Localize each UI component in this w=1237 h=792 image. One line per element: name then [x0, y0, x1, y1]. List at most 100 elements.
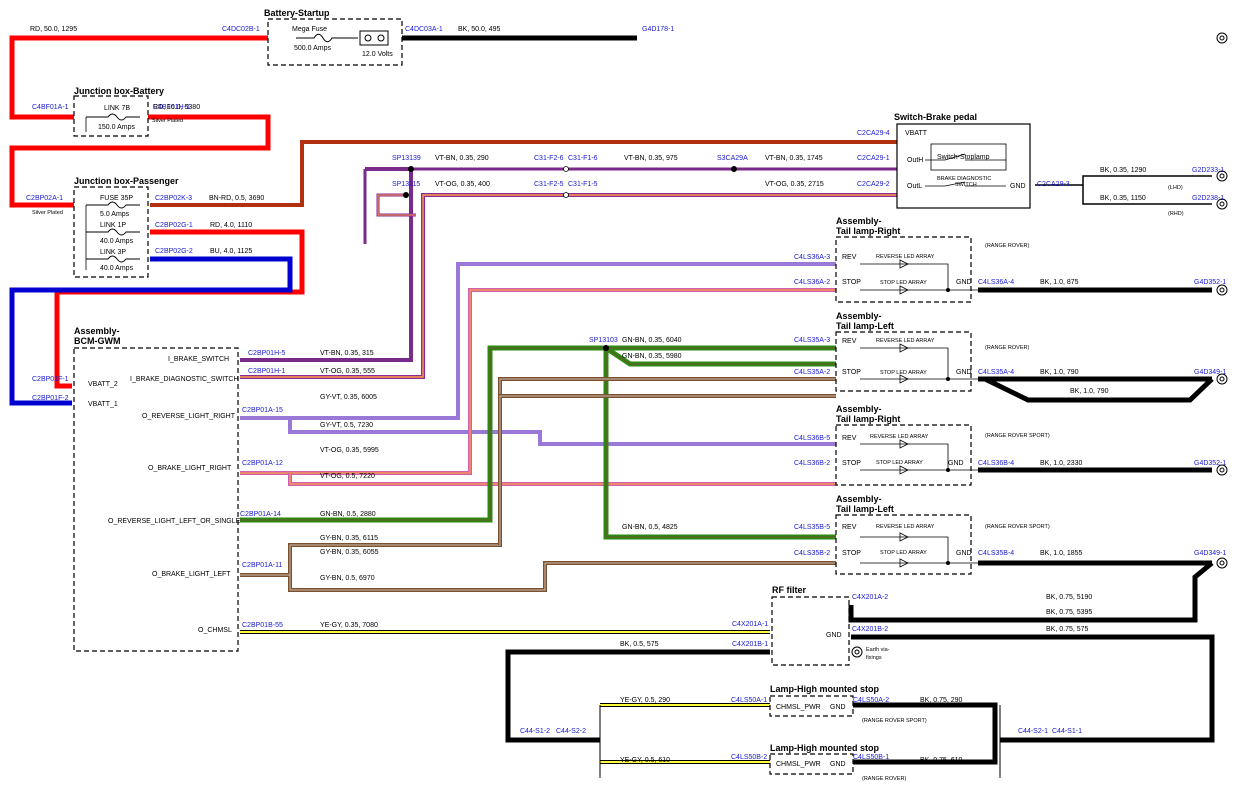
connector-label: C2CA29-4 [857, 130, 890, 137]
connector-label: C4BF01A-1 [32, 104, 69, 111]
connector-label: SP13115 [392, 181, 420, 188]
connector-label: C4LS35A-4 [978, 369, 1014, 376]
wire-label: VT-BN, 0.35, 975 [624, 155, 678, 162]
connector-label: C2BP01F-1 [32, 376, 69, 383]
component-label: 40.0 Amps [100, 265, 134, 272]
component-label: STOP [842, 550, 861, 557]
component-label: STOP LED ARRAY [880, 280, 927, 286]
component-label: STOP LED ARRAY [876, 460, 923, 466]
connector-label: C44-S2-2 [556, 728, 586, 735]
wire-label: GY-BN, 0.5, 6970 [320, 575, 375, 582]
connector-label: C4X201B-2 [852, 626, 888, 633]
component-label: GND [956, 550, 972, 557]
component-label: LINK 3P [100, 249, 126, 256]
connector-label: G4D352-1 [1194, 460, 1226, 467]
wire-bn-rd-brake-vbatt [150, 140, 897, 207]
wire-label: BK, 50.0, 495 [458, 26, 501, 33]
component-label: REVERSE LED ARRAY [870, 434, 929, 440]
connector-label: C2BP01H-1 [248, 368, 285, 375]
connector-label: C2BP01F-2 [32, 395, 69, 402]
chmsl-b-box [769, 753, 854, 775]
title-tl-left-rr: Assembly-Tail lamp-Left [836, 311, 894, 331]
chmsl-a-box [769, 695, 854, 717]
connector-label: C4LS36A-2 [794, 279, 830, 286]
wire-label: BU, 4.0, 1125 [210, 248, 252, 255]
connector-label: C31-F2-6 [534, 155, 564, 162]
connector-label: C4LS36B-4 [978, 460, 1014, 467]
wire-label: GY-VT, 0.5, 7230 [320, 422, 373, 429]
component-label: O_CHMSL [198, 627, 232, 634]
connector-label: SP13139 [392, 155, 421, 162]
battery-startup-box [267, 18, 403, 66]
wire-label: VT-OG, 0.5, 7220 [320, 473, 375, 480]
switch-contact-icon [925, 153, 1006, 187]
component-label: (RANGE ROVER) [985, 345, 1029, 351]
connector-label: C2BP02A-1 [26, 195, 63, 202]
connector-label: C4LS50A-2 [853, 697, 889, 704]
title-switch-brake: Switch-Brake pedal [894, 112, 977, 122]
component-label: REV [842, 524, 857, 531]
wire-label: YE-GY, 0.35, 7080 [320, 622, 378, 629]
component-label: REVERSE LED ARRAY [876, 254, 935, 260]
wire-label: BK, 1.0, 1855 [1040, 550, 1083, 557]
component-label: OutH [907, 157, 923, 164]
title-tl-left-rrs: Assembly-Tail lamp-Left [836, 494, 894, 514]
component-label: BRAKE DIAGNOSTIC [937, 176, 991, 182]
connector-label: C2CA29-2 [857, 181, 890, 188]
connector-label: C31-F2-5 [534, 181, 564, 188]
wire-label: VT-BN, 0.35, 315 [320, 350, 374, 357]
wire-label: VT-OG, 0.35, 5995 [320, 447, 379, 454]
component-label: REV [842, 338, 857, 345]
connector-label: C2BP01A-11 [242, 562, 282, 569]
connector-label: C44-S2-1 [1018, 728, 1048, 735]
connector-label: C44-S1-1 [1052, 728, 1082, 735]
component-label: I_BRAKE_SWITCH [168, 356, 229, 363]
component-label: 150.0 Amps [98, 124, 135, 131]
connector-label: C4X201B-1 [732, 641, 768, 648]
connector-label: G4D352-1 [1194, 279, 1226, 286]
component-label: VBATT_2 [88, 381, 118, 388]
component-label: FUSE 35P [100, 195, 133, 202]
component-label: fixings [866, 655, 882, 661]
wire-label: BK, 0.75, 610 [920, 757, 963, 764]
wire-label: BK, 0.75, 5190 [1046, 594, 1092, 601]
connector-label: C4LS35B-2 [794, 550, 830, 557]
connector-label: G2D233-1 [1192, 167, 1224, 174]
mega-fuse-icon [296, 33, 358, 43]
component-label: OutL [907, 183, 922, 190]
wire-bk-grounds [505, 175, 1215, 778]
component-label: REV [842, 254, 857, 261]
wire-label: BK, 0.75, 5395 [1046, 609, 1092, 616]
wire-label: RD, 4.0, 1110 [210, 222, 252, 229]
title-tl-right-rrs: Assembly-Tail lamp-Right [836, 404, 900, 424]
connector-label: C2BP01B-55 [242, 622, 283, 629]
connector-label: C2CA29-3 [1037, 181, 1070, 188]
tl-right-rrs-box [835, 424, 972, 486]
wire-label: VT-BN, 0.35, 290 [435, 155, 489, 162]
connector-label: C4LS36B-5 [794, 435, 830, 442]
component-label: 500.0 Amps [294, 45, 331, 52]
wire-label: BK, 0.5, 575 [620, 641, 659, 648]
component-label: (RHD) [1168, 211, 1184, 217]
wire-label: YE-GY, 0.5, 610 [620, 757, 670, 764]
component-label: (RANGE ROVER SPORT) [862, 718, 927, 724]
component-label: 40.0 Amps [100, 238, 134, 245]
connector-label: C44-S1-2 [520, 728, 550, 735]
component-label: Switch-Stoplamp [937, 154, 990, 161]
component-label: GND [956, 369, 972, 376]
link7b-fuse-icon [86, 113, 140, 121]
wire-gy-vt [240, 262, 836, 446]
wire-ye-gy [240, 630, 770, 764]
connector-label: C4LS35A-3 [794, 337, 830, 344]
component-label: CHMSL_PWR [776, 704, 821, 711]
tl-left-rr-box [835, 331, 972, 392]
title-jb-passenger: Junction box-Passenger [74, 176, 179, 186]
component-label: (RANGE ROVER) [985, 243, 1029, 249]
wire-label: VT-OG, 0.35, 400 [435, 181, 490, 188]
inline-connector-points [563, 166, 569, 198]
wire-label: YE-GY, 0.5, 290 [620, 697, 670, 704]
wire-vt-og-stop [240, 288, 836, 486]
component-label: O_REVERSE_LIGHT_LEFT_OR_SINGLE [108, 518, 241, 525]
connector-label: C2BP01A-15 [242, 407, 283, 414]
